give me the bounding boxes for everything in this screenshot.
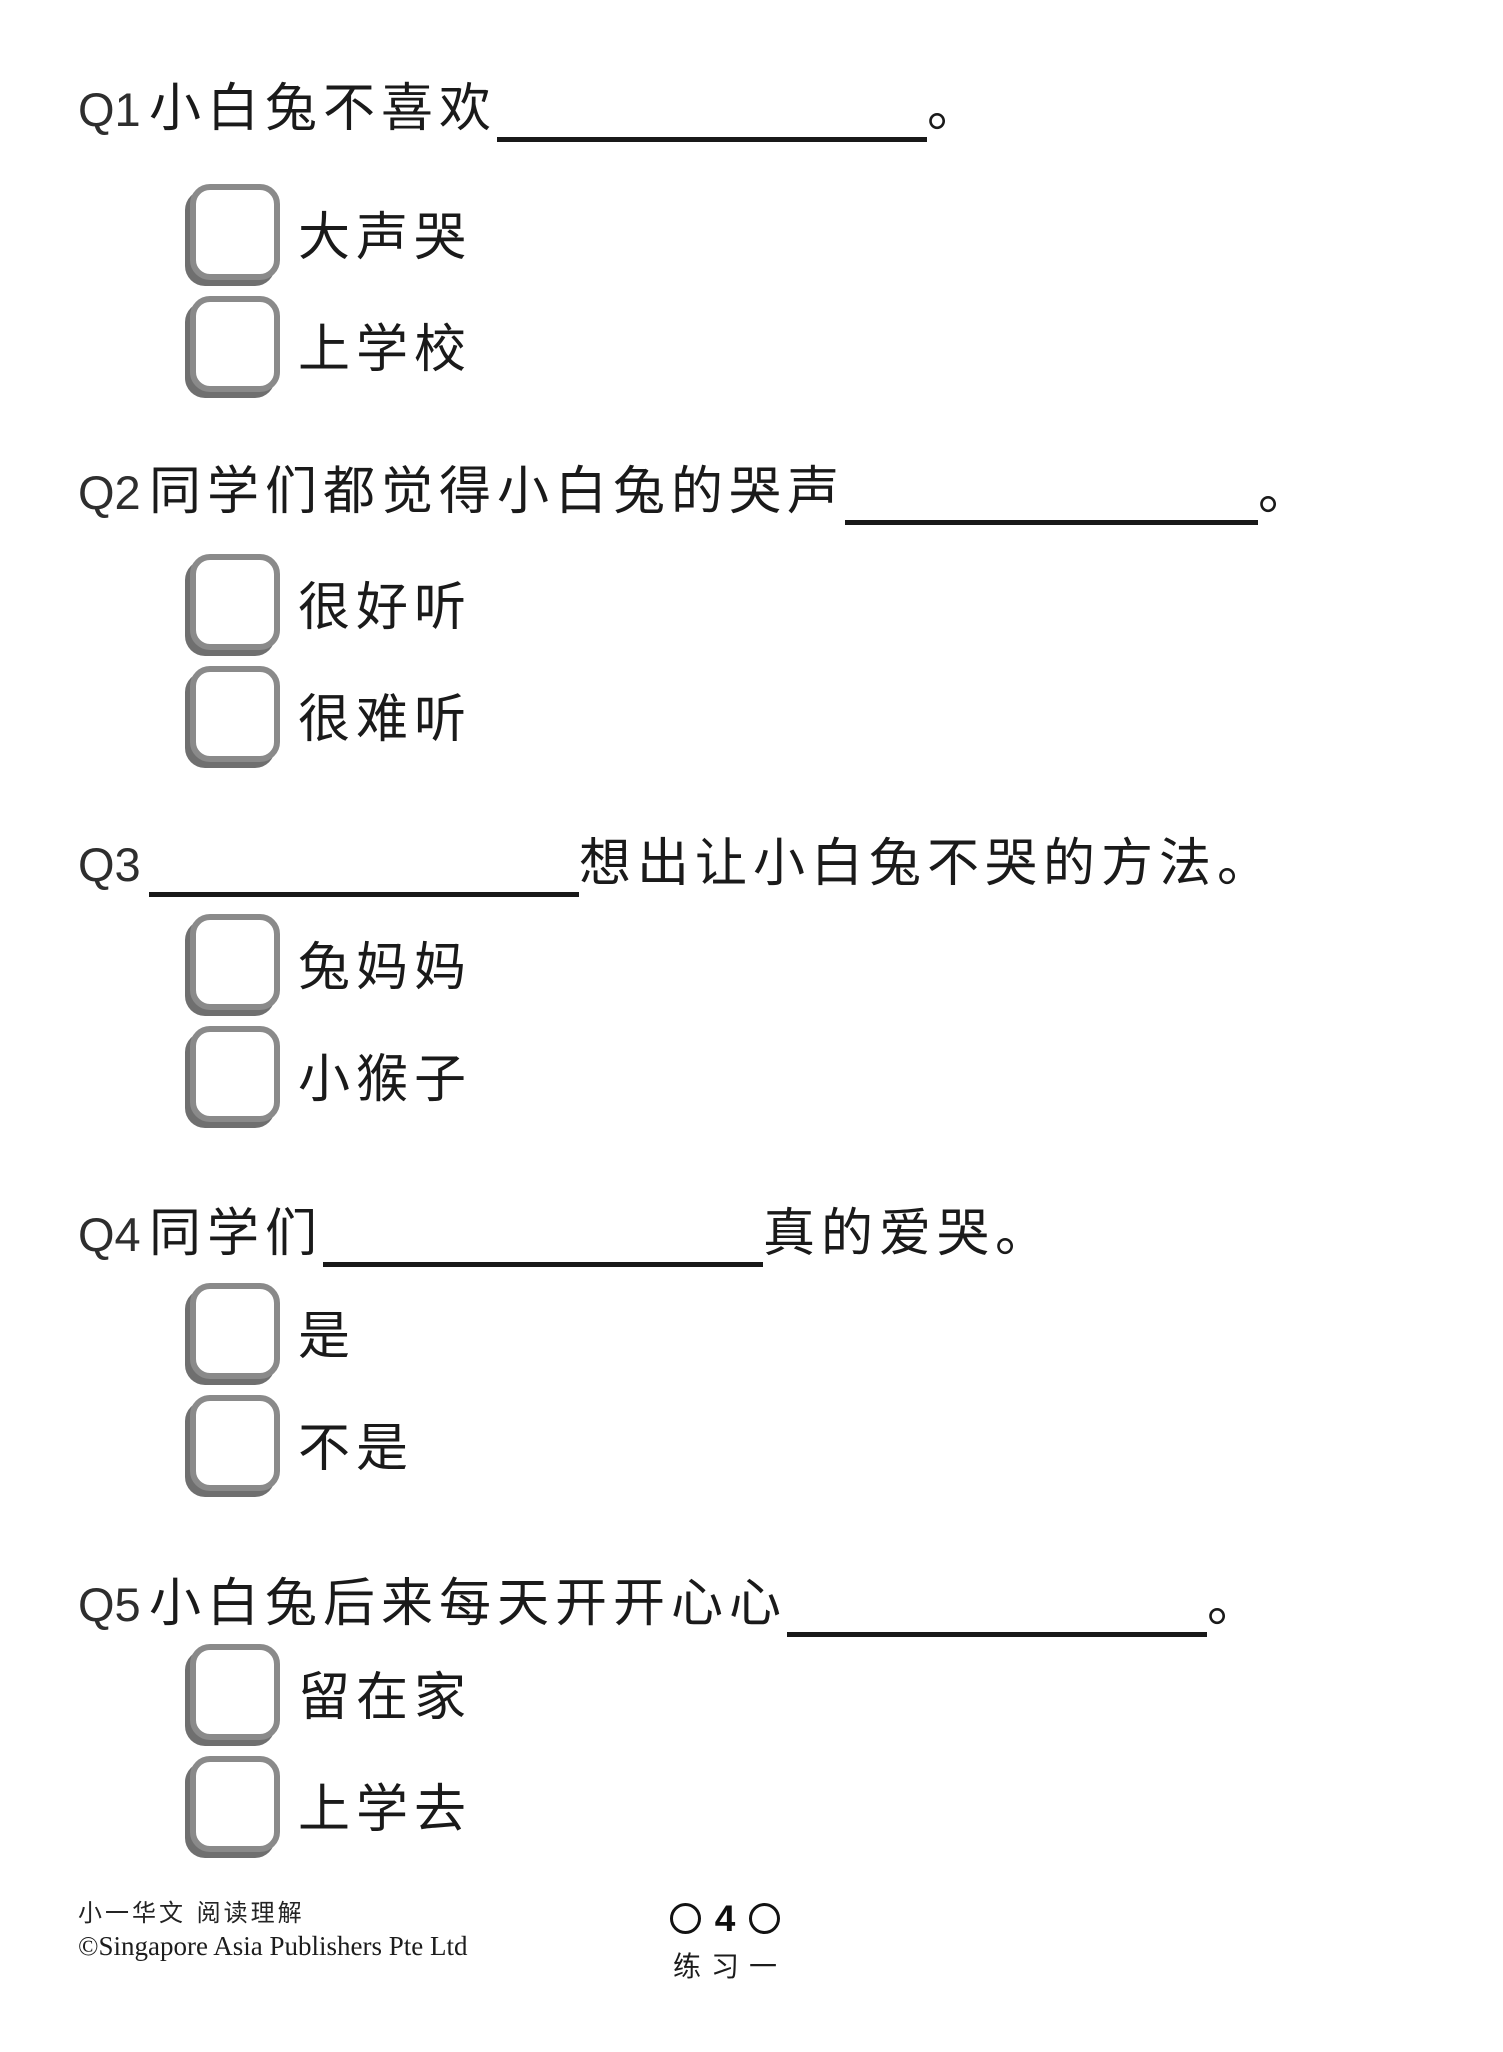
- question-text-post: 。: [1207, 1574, 1266, 1634]
- footer-center: 4 练习一: [663, 1900, 787, 1985]
- option-row: 是: [190, 1283, 1053, 1379]
- option-checkbox[interactable]: [190, 666, 280, 762]
- option-row: 大声哭: [190, 184, 985, 280]
- question-text-post: 。: [927, 79, 986, 139]
- option-row: 上学去: [190, 1756, 1265, 1852]
- option-checkbox[interactable]: [190, 1026, 280, 1122]
- option-checkbox[interactable]: [190, 296, 280, 392]
- option-label: 小猴子: [298, 1049, 473, 1110]
- option-row: 留在家: [190, 1644, 1265, 1740]
- option-row: 不是: [190, 1395, 1053, 1491]
- question-text-pre: 同学们都觉得小白兔的哭声: [149, 462, 846, 522]
- option-label: 兔妈妈: [298, 937, 473, 998]
- question-block-q3: Q3 想出让小白兔不哭的方法。 兔妈妈 小猴子: [78, 830, 1275, 1138]
- option-label: 不是: [298, 1418, 415, 1479]
- answer-blank[interactable]: [497, 137, 928, 142]
- question-line: Q3 想出让小白兔不哭的方法。: [78, 830, 1275, 899]
- answer-blank[interactable]: [323, 1262, 764, 1267]
- option-label: 是: [298, 1306, 357, 1367]
- option-label: 上学校: [298, 319, 473, 380]
- option-checkbox[interactable]: [190, 914, 280, 1010]
- book-series-title: 小一华文 阅读理解: [78, 1899, 305, 1927]
- options-group: 大声哭 上学校: [78, 184, 985, 392]
- option-row: 小猴子: [190, 1026, 1275, 1122]
- options-group: 很好听 很难听: [78, 554, 1316, 762]
- options-group: 留在家 上学去: [78, 1644, 1265, 1852]
- option-label: 留在家: [298, 1667, 473, 1728]
- question-number: Q1: [78, 83, 141, 136]
- options-group: 兔妈妈 小猴子: [78, 914, 1275, 1122]
- option-checkbox[interactable]: [190, 554, 280, 650]
- question-text-pre: 同学们: [149, 1204, 324, 1264]
- page-deco-circle-left: [669, 1903, 701, 1934]
- question-text-post: 真的爱哭。: [763, 1204, 1054, 1264]
- question-number: Q2: [78, 466, 141, 519]
- page-deco-circle-right: [749, 1903, 781, 1934]
- page-number: 4: [714, 1898, 736, 1939]
- copyright-notice: ©Singapore Asia Publishers Pte Ltd: [78, 1931, 468, 1961]
- option-checkbox[interactable]: [190, 1283, 280, 1379]
- question-text-post: 。: [1258, 462, 1317, 522]
- exercise-label: 练习一: [672, 1950, 788, 1983]
- question-number: Q4: [78, 1208, 141, 1261]
- option-checkbox[interactable]: [190, 1756, 280, 1852]
- question-text-post: 想出让小白兔不哭的方法。: [579, 834, 1276, 894]
- option-row: 兔妈妈: [190, 914, 1275, 1010]
- option-row: 很难听: [190, 666, 1316, 762]
- footer-left: 小一华文 阅读理解 ©Singapore Asia Publishers Pte…: [78, 1893, 468, 1962]
- option-label: 上学去: [298, 1779, 473, 1840]
- answer-blank[interactable]: [787, 1632, 1208, 1637]
- answer-blank[interactable]: [149, 892, 579, 897]
- page-number-row: 4: [663, 1900, 787, 1937]
- option-label: 很难听: [298, 689, 473, 750]
- question-text-pre: 小白兔不喜欢: [149, 79, 498, 139]
- question-number: Q3: [78, 838, 141, 891]
- option-checkbox[interactable]: [190, 1644, 280, 1740]
- option-checkbox[interactable]: [190, 184, 280, 280]
- option-label: 很好听: [298, 577, 473, 638]
- question-number: Q5: [78, 1578, 141, 1631]
- option-label: 大声哭: [298, 207, 473, 268]
- option-checkbox[interactable]: [190, 1395, 280, 1491]
- question-text-pre: 小白兔后来每天开开心心: [149, 1574, 788, 1634]
- option-row: 上学校: [190, 296, 985, 392]
- answer-blank[interactable]: [845, 520, 1259, 525]
- option-row: 很好听: [190, 554, 1316, 650]
- options-group: 是 不是: [78, 1283, 1053, 1491]
